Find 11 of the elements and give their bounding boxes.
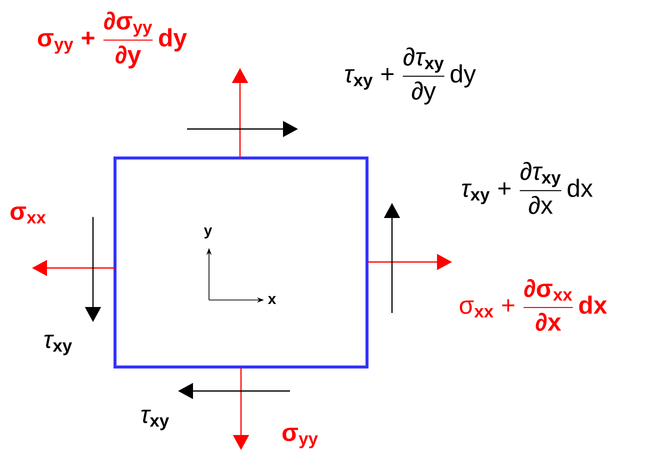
- formula-label: $\textit{τ}_{\textbf{xy}}$: [44, 334, 72, 356]
- formula-label: $\textit{τ}_{\textbf{xy}}\text{ + }\frac{\text{∂}\textit{τ}_{\textbf{xy}}}{\text{∂x}}\,\text{dx}$: [462, 162, 593, 214]
- formula-label: $\textbf{σ}_{\textbf{yy}}\textbf{ + }\frac{\textbf{∂σ}_{\textbf{yy}}}{\textbf{∂y}}\,\textbf{dy}$: [38, 11, 187, 68]
- axis-label: y: [204, 228, 212, 238]
- formula-label: $\textit{τ}_{\textbf{xy}}$: [141, 410, 170, 430]
- formula-label: $\textit{τ}_{\textbf{xy}}\text{ + }\frac{\text{∂}\textit{τ}_{\textbf{xy}}}{\text{∂y}}\,\text{dy}$: [344, 47, 476, 105]
- formula-label: $\textbf{σ}_{\textbf{xx}}$: [10, 206, 46, 224]
- element-box: [114, 156, 368, 368]
- formula-label: $\text{σ}_{\textbf{xx}}\text{ + }\frac{\textbf{∂σ}_{\textbf{xx}}}{\textbf{∂x}}\,\textbf{dx}$: [460, 279, 608, 331]
- formula-label: $\textbf{σ}_{\textbf{yy}}$: [282, 428, 318, 448]
- axis-label: x: [268, 296, 276, 304]
